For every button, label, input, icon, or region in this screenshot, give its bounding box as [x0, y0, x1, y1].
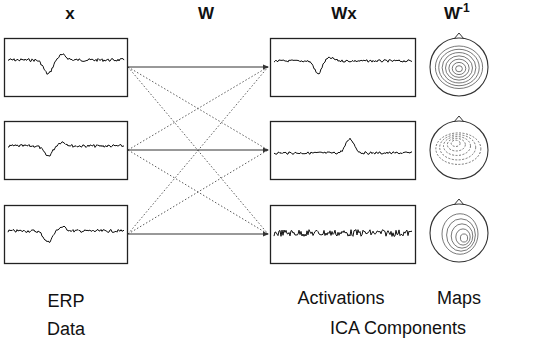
contour-line — [451, 224, 473, 248]
contour-line — [447, 138, 465, 151]
activation-box — [271, 122, 416, 180]
weight-line — [128, 234, 268, 235]
contour-line — [456, 229, 470, 245]
contour-line — [439, 49, 480, 85]
head-outline — [430, 38, 488, 96]
contour-line — [460, 234, 467, 242]
activation-box — [271, 206, 416, 264]
contour-line — [440, 135, 476, 160]
column-header: x — [65, 4, 74, 24]
contour-line — [456, 66, 463, 72]
erp-box — [5, 206, 128, 264]
column-header: W — [198, 4, 214, 24]
caption-label: ICA Components — [330, 318, 466, 339]
contour-line — [442, 214, 478, 255]
contour-line — [451, 140, 460, 146]
activation-box — [271, 39, 416, 97]
contour-line — [446, 56, 473, 80]
caption-label: Activations — [297, 288, 384, 309]
column-header: W — [444, 4, 460, 24]
weight-line — [128, 67, 268, 150]
head-outline — [430, 121, 488, 179]
erp-box — [5, 122, 128, 180]
contour-line — [435, 46, 482, 89]
contour-line — [436, 133, 481, 165]
signal-trace — [8, 142, 124, 156]
head-outline — [430, 204, 488, 262]
signal-trace — [274, 57, 412, 74]
weight-line — [128, 67, 268, 150]
contour-line — [444, 137, 471, 156]
signal-trace — [274, 138, 412, 154]
arrow-head — [263, 65, 269, 70]
signal-trace — [8, 226, 124, 242]
arrow-head — [263, 148, 269, 153]
contour-line — [449, 59, 469, 77]
arrow-head — [263, 232, 269, 237]
column-header: -1 — [459, 2, 470, 16]
weight-line — [128, 67, 268, 234]
weight-line — [128, 67, 268, 234]
contour-line — [447, 219, 476, 251]
caption-label: ERP Data — [36, 288, 96, 344]
contour-line — [442, 53, 476, 83]
signal-trace — [8, 54, 124, 75]
weight-line — [128, 67, 268, 68]
signal-trace — [274, 230, 412, 237]
weight-line — [128, 150, 268, 234]
column-header: Wx — [331, 4, 357, 24]
caption-label: Maps — [437, 288, 481, 309]
contour-line — [452, 62, 466, 74]
weight-line — [128, 150, 268, 234]
erp-box — [5, 39, 128, 97]
